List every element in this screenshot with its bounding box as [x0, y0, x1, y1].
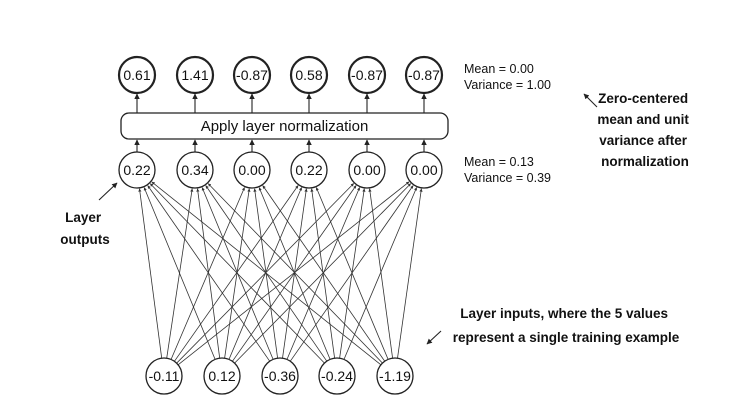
mean-before-label: Mean = 0.13: [464, 155, 534, 169]
layer-input-value-4: -0.24: [321, 368, 353, 384]
connection-2-6: [234, 183, 411, 364]
normalized-output-node-2: [175, 55, 215, 95]
layer-output-value-6: 0.00: [410, 162, 437, 178]
layer-input-node-1: [145, 357, 183, 395]
normalized-output-node-6: [404, 55, 444, 95]
connection-5-1: [151, 181, 382, 366]
connection-1-1: [138, 188, 163, 359]
up-arrows: [134, 93, 427, 152]
layer-outputs-pointer-arrow: [98, 182, 118, 201]
layer-inputs-annotation: Layer inputs, where the 5 values represe…: [453, 306, 680, 345]
layer-output-value-1: 0.22: [123, 162, 150, 178]
layer-output-value-2: 0.34: [181, 162, 208, 178]
connection-5-5: [368, 188, 393, 359]
layer-input-node-4: [318, 357, 356, 395]
layer-output-node-6: [405, 151, 443, 189]
layer-output-node-4: [290, 151, 328, 189]
connection-5-4: [315, 187, 389, 360]
normalized-output-node-5: [347, 55, 387, 95]
connection-4-6: [343, 187, 417, 360]
connection-2-1: [143, 187, 216, 360]
layer-output-value-5: 0.00: [353, 162, 380, 178]
connection-5-2: [207, 183, 383, 364]
layer-input-value-1: -0.11: [149, 368, 180, 384]
normalized-output-node-1: [117, 55, 157, 95]
connection-4-1: [149, 183, 325, 364]
normalized-output-value-6: -0.87: [408, 67, 440, 83]
normalized-output-nodes: 0.61 1.41 -0.87 0.58 -0.87 -0.87: [117, 55, 444, 95]
layer-input-value-3: -0.36: [264, 368, 296, 384]
layer-output-nodes: 0.22 0.34 0.00 0.22 0.00 0.00: [118, 151, 443, 189]
normalized-output-value-5: -0.87: [351, 67, 383, 83]
layer-normalization-label: Apply layer normalization: [201, 118, 369, 135]
layer-output-node-3: [233, 151, 271, 189]
layer-input-node-3: [261, 357, 299, 395]
layer-output-node-2: [176, 151, 214, 189]
layer-input-value-2: 0.12: [208, 368, 235, 384]
connection-5-3: [262, 185, 386, 362]
variance-after-label: Variance = 1.00: [464, 78, 551, 92]
normalized-output-node-3: [232, 55, 272, 95]
connection-3-1: [147, 185, 271, 362]
layer-input-value-5: -1.19: [379, 368, 411, 384]
layer-output-value-4: 0.22: [295, 162, 322, 178]
zero-centered-annotation: Zero-centered mean and unit variance aft…: [597, 91, 692, 169]
normalized-output-value-4: 0.58: [295, 67, 322, 83]
layer-output-node-1: [118, 151, 156, 189]
normalized-output-node-4: [289, 55, 329, 95]
normalized-output-value-3: -0.87: [236, 67, 268, 83]
layer-input-nodes: -0.11 0.12 -0.36 -0.24 -1.19: [145, 357, 414, 395]
normalized-output-value-2: 1.41: [181, 67, 208, 83]
layer-input-node-2: [203, 357, 241, 395]
connection-1-3: [170, 187, 245, 360]
normalized-output-value-1: 0.61: [123, 67, 150, 83]
layer-normalization-box: [120, 112, 449, 140]
connection-2-4: [228, 187, 302, 360]
variance-before-label: Variance = 0.39: [464, 171, 551, 185]
layer-output-node-5: [348, 151, 386, 189]
input-output-connections: [138, 181, 423, 366]
mean-after-label: Mean = 0.00: [464, 62, 534, 76]
zero-centered-pointer-arrow: [583, 93, 598, 108]
layer-output-value-3: 0.00: [238, 162, 265, 178]
layer-outputs-annotation: Layer outputs: [60, 210, 110, 247]
layer-inputs-pointer-arrow: [426, 330, 442, 345]
connection-1-6: [177, 181, 410, 366]
connection-5-6: [397, 188, 423, 359]
connection-4-3: [258, 187, 331, 360]
layer-input-node-5: [376, 357, 414, 395]
connection-4-4: [310, 188, 335, 359]
connection-1-4: [174, 185, 299, 362]
